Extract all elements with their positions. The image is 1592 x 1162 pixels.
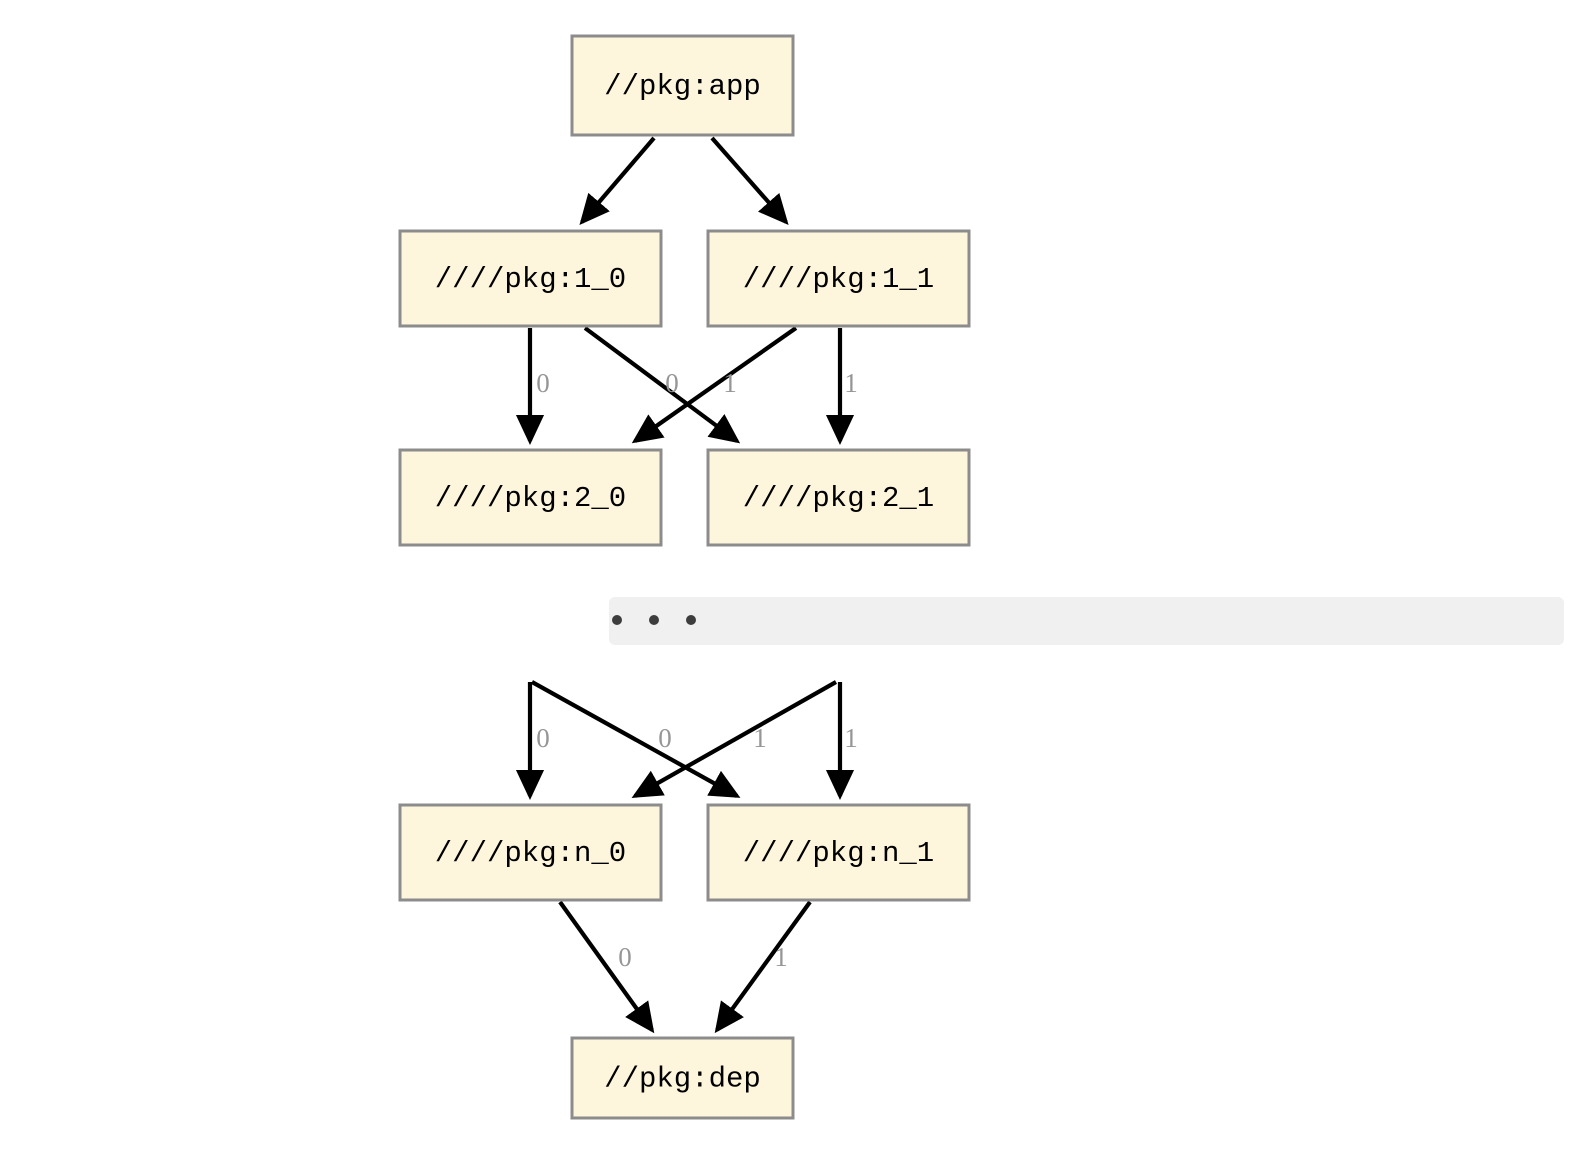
- edge-n_0-to-dep: 0: [558, 900, 655, 1034]
- node-box[interactable]: [706, 229, 971, 328]
- edge-line: [579, 136, 656, 225]
- edge-prev-to-n_1: 0: [530, 680, 741, 798]
- edge-1_1-to-2_1: 1: [825, 328, 858, 445]
- node-n1_1[interactable]: ////pkg:1_1: [706, 229, 971, 328]
- edge-label: 0: [658, 723, 672, 753]
- node-label: ////pkg:1_1: [743, 263, 934, 296]
- edge-label: 1: [774, 942, 788, 972]
- node-box[interactable]: [706, 448, 971, 547]
- separator-band: [609, 597, 1564, 645]
- edge-1_0-to-2_0: 0: [515, 328, 550, 445]
- node-box[interactable]: [706, 803, 971, 902]
- node-box[interactable]: [570, 34, 795, 137]
- node-label: ////pkg:2_1: [743, 482, 934, 515]
- edge-label: 0: [665, 368, 679, 398]
- edge-1_0-to-2_1: 0: [583, 326, 741, 444]
- edge-line: [714, 900, 812, 1034]
- node-label: ////pkg:n_0: [435, 837, 626, 870]
- edge-line: [558, 900, 655, 1034]
- edge-label: 1: [844, 368, 858, 398]
- edge-line: [530, 680, 741, 798]
- node-dep[interactable]: //pkg:dep: [570, 1036, 795, 1120]
- node-box[interactable]: [570, 1036, 795, 1120]
- edge-label: 0: [536, 368, 550, 398]
- edge-app-to-1_1: [710, 136, 789, 225]
- edge-prev2-to-n_0: 1: [631, 680, 838, 798]
- node-label: ////pkg:1_0: [435, 263, 626, 296]
- nodes-group: //pkg:app ////pkg:1_0 ////pkg:1_1 ////pkg:2…: [398, 34, 971, 1120]
- edge-line: [583, 326, 741, 444]
- edge-line: [631, 326, 798, 444]
- node-box[interactable]: [398, 229, 663, 328]
- edges-group: 0 0 1 1 0 0 1 1 0 1: [515, 136, 858, 1034]
- node-label: //pkg:dep: [604, 1063, 761, 1096]
- edge-label: 1: [753, 723, 767, 753]
- node-nn_1[interactable]: ////pkg:n_1: [706, 803, 971, 902]
- edge-line: [631, 680, 838, 798]
- node-box[interactable]: [398, 803, 663, 902]
- node-n2_1[interactable]: ////pkg:2_1: [706, 448, 971, 547]
- node-n1_0[interactable]: ////pkg:1_0: [398, 229, 663, 328]
- edge-line: [710, 136, 789, 225]
- edge-label: 0: [618, 942, 632, 972]
- edge-1_1-to-2_0: 1: [631, 326, 798, 444]
- edge-label: 1: [844, 723, 858, 753]
- edge-n_1-to-dep: 1: [714, 900, 812, 1034]
- node-nn_0[interactable]: ////pkg:n_0: [398, 803, 663, 902]
- node-label: ////pkg:n_1: [743, 837, 934, 870]
- edge-prev-to-n_0: 0: [515, 682, 550, 800]
- node-n2_0[interactable]: ////pkg:2_0: [398, 448, 663, 547]
- ellipsis-dot-0: [612, 615, 622, 625]
- node-label: //pkg:app: [604, 70, 761, 103]
- node-label: ////pkg:2_0: [435, 482, 626, 515]
- edge-label: 0: [536, 723, 550, 753]
- edge-app-to-1_0: [579, 136, 656, 225]
- ellipsis-dot-2: [686, 615, 696, 625]
- edge-prev2-to-n_1: 1: [825, 682, 858, 800]
- ellipsis-dot-1: [649, 615, 659, 625]
- node-app[interactable]: //pkg:app: [570, 34, 795, 137]
- collapsed-levels-indicator: [609, 597, 1564, 645]
- node-box[interactable]: [398, 448, 663, 547]
- edge-label: 1: [723, 368, 737, 398]
